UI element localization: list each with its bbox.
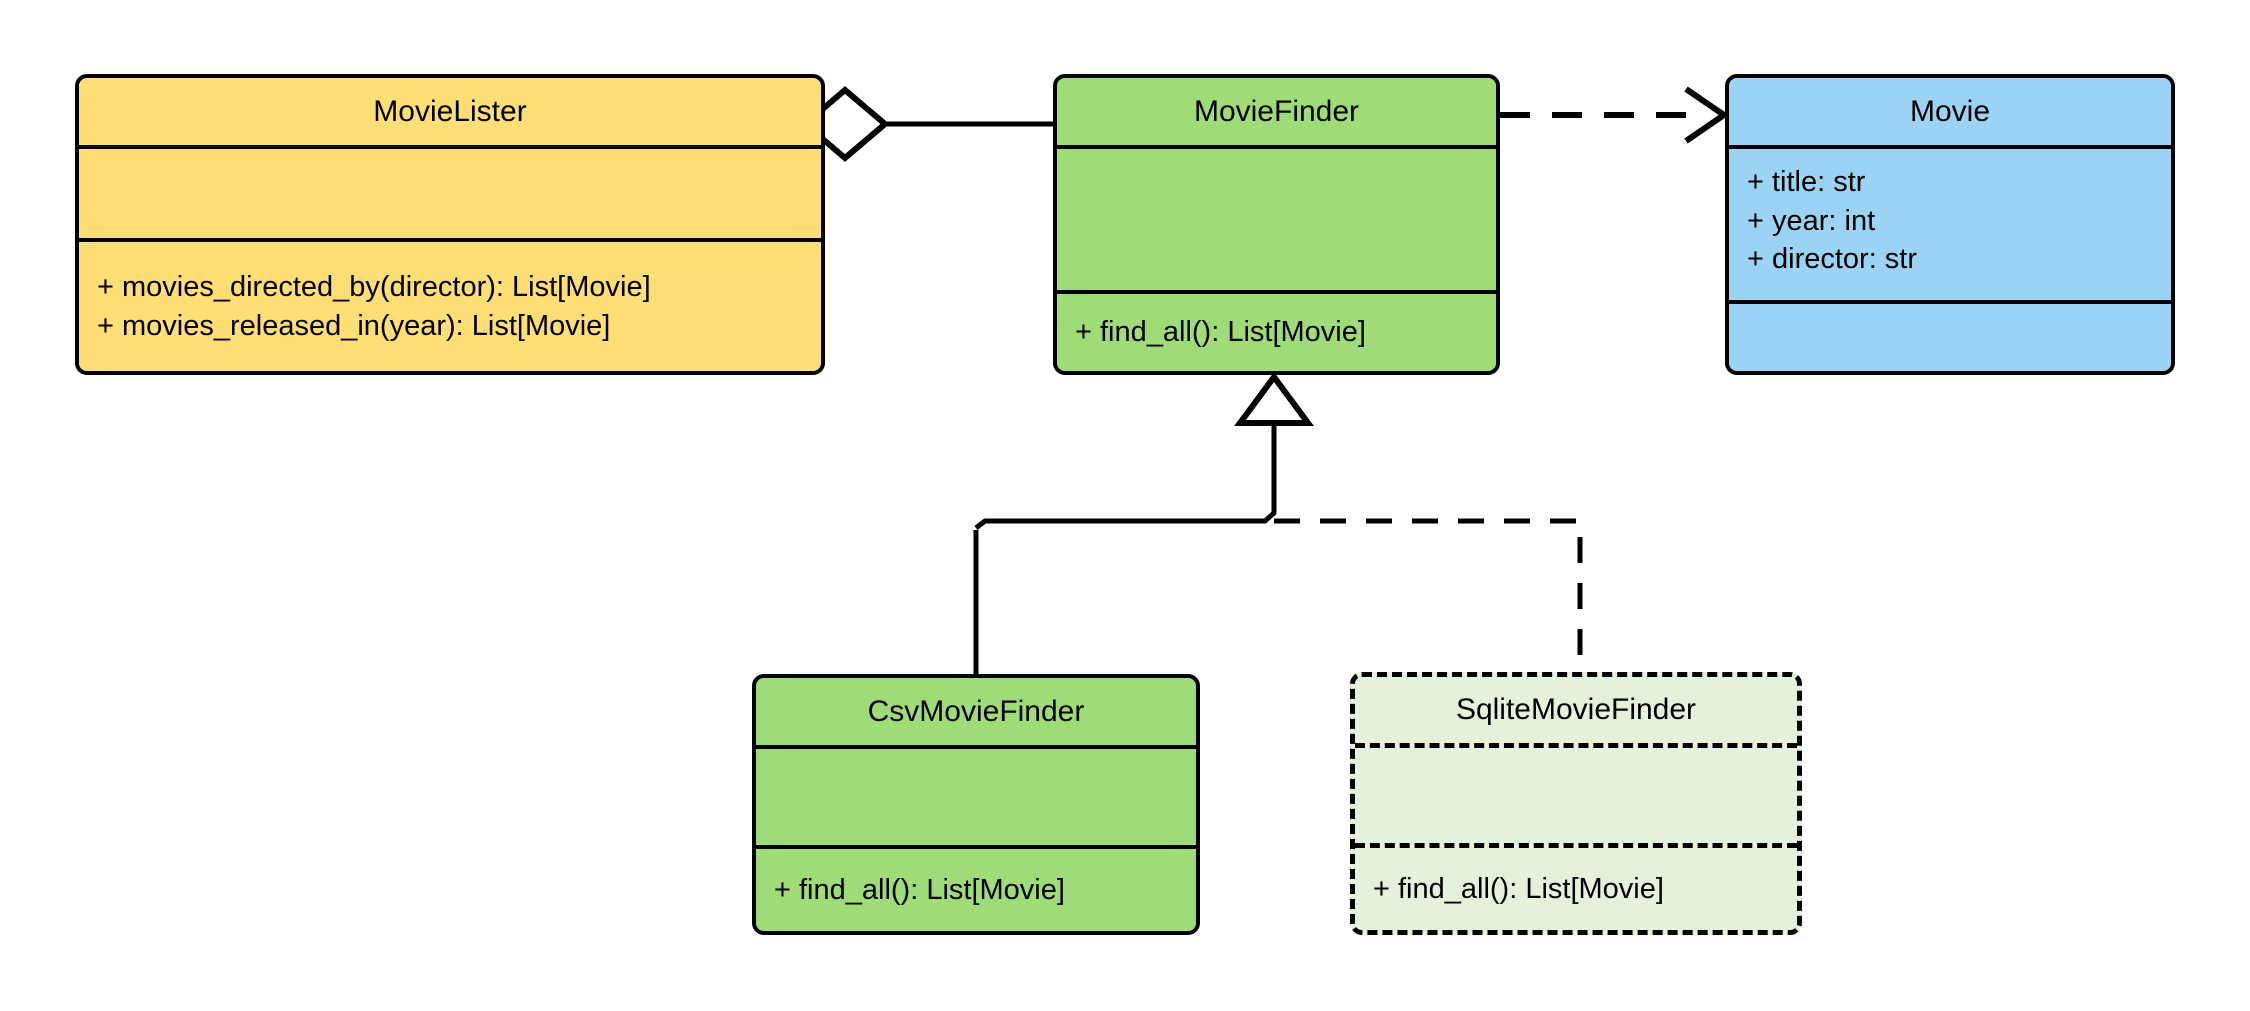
attribute-item: + director: str (1747, 243, 1918, 276)
method-item: + find_all(): List[Movie] (774, 873, 1065, 906)
class-methods-movie (1729, 304, 2171, 371)
class-name-csv-movie-finder: CsvMovieFinder (756, 678, 1196, 749)
edge-lister-aggregates-finder (800, 86, 1053, 162)
open-arrow-marker (1684, 86, 1730, 144)
class-methods-movie-finder: + find_all(): List[Movie] (1057, 294, 1496, 371)
class-name-sqlite-movie-finder: SqliteMovieFinder (1355, 677, 1797, 748)
edge-csv-inherits-finder (973, 371, 1314, 674)
class-name-movie-finder: MovieFinder (1057, 78, 1496, 149)
hollow-triangle-marker (1234, 371, 1314, 426)
attribute-item: + year: int (1747, 204, 1876, 237)
class-box-csv-movie-finder[interactable]: CsvMovieFinder + find_all(): List[Movie] (752, 674, 1200, 935)
class-box-movie-lister[interactable]: MovieLister + movies_directed_by(directo… (75, 74, 825, 375)
csv-elbow-segment (974, 415, 1277, 530)
class-box-movie[interactable]: Movie + title: str + year: int + directo… (1725, 74, 2175, 375)
class-name-movie-lister: MovieLister (79, 78, 821, 149)
class-methods-movie-lister: + movies_directed_by(director): List[Mov… (79, 242, 821, 371)
class-attributes-movie-finder (1057, 149, 1496, 294)
class-attributes-sqlite-movie-finder (1355, 748, 1797, 848)
method-item: + movies_directed_by(director): List[Mov… (97, 270, 651, 303)
method-item: + find_all(): List[Movie] (1075, 316, 1366, 349)
class-methods-sqlite-movie-finder: + find_all(): List[Movie] (1355, 848, 1797, 930)
class-attributes-movie-lister (79, 149, 821, 242)
method-item: + movies_released_in(year): List[Movie] (97, 309, 611, 342)
edge-finder-depends-movie (1500, 86, 1730, 144)
class-name-movie: Movie (1729, 78, 2171, 149)
class-box-movie-finder[interactable]: MovieFinder + find_all(): List[Movie] (1053, 74, 1500, 375)
class-methods-csv-movie-finder: + find_all(): List[Movie] (756, 849, 1196, 931)
sqlite-elbow-segment (1274, 518, 1583, 672)
class-attributes-csv-movie-finder (756, 749, 1196, 849)
edge-sqlite-inherits-finder (1274, 518, 1583, 672)
class-box-sqlite-movie-finder[interactable]: SqliteMovieFinder + find_all(): List[Mov… (1350, 672, 1802, 935)
attribute-item: + title: str (1747, 166, 1866, 198)
class-attributes-movie: + title: str + year: int + director: str (1729, 149, 2171, 304)
method-item: + find_all(): List[Movie] (1373, 872, 1664, 905)
